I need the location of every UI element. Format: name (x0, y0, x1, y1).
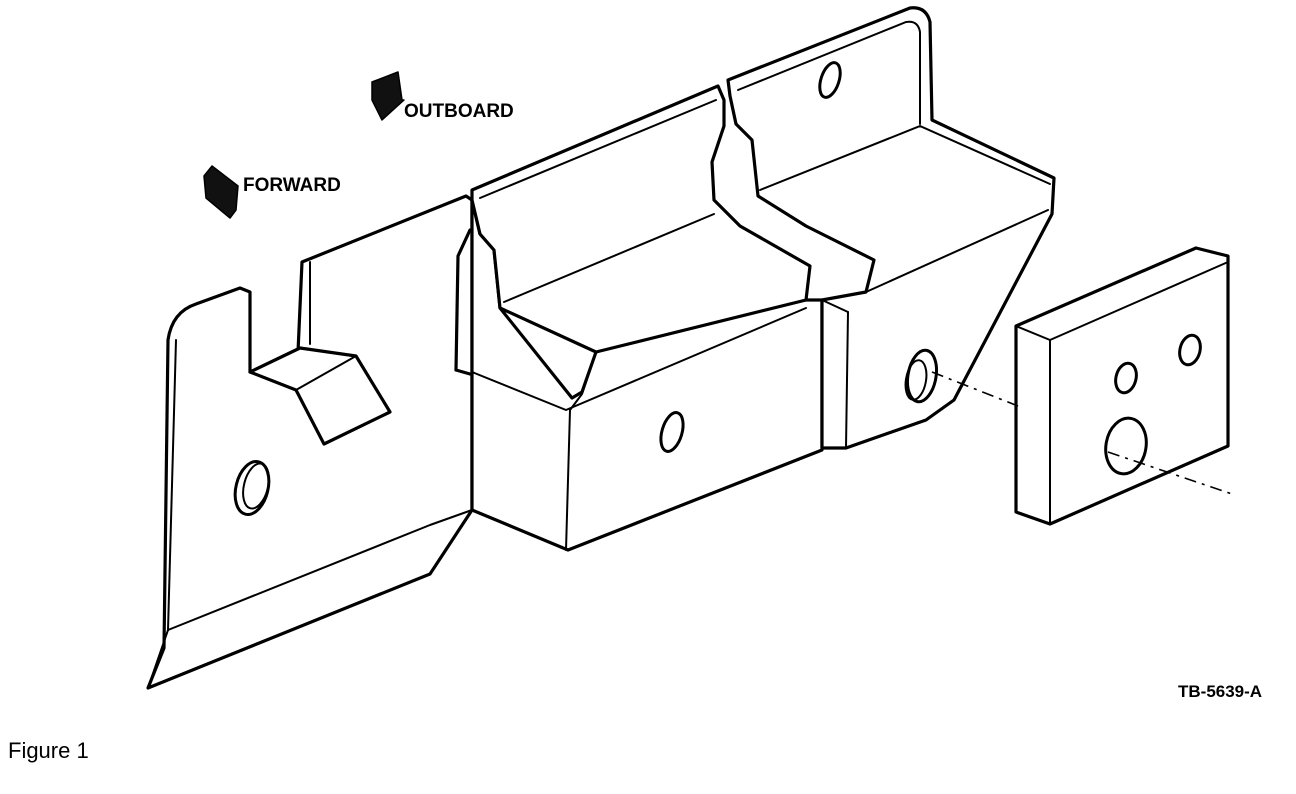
spacer-hole-small-1 (1114, 361, 1138, 395)
upper-block-hole (818, 61, 842, 99)
small-tab (248, 346, 392, 446)
forward-arrow-icon (203, 165, 239, 219)
left-flange (146, 194, 474, 690)
drawing-reference: TB-5639-A (1178, 682, 1262, 701)
spacer-hole-large (1104, 416, 1148, 476)
forward-label: FORWARD (243, 175, 341, 196)
outboard-label: OUTBOARD (404, 101, 514, 122)
alignment-line-upper (931, 371, 1019, 407)
spacer-plate (1014, 246, 1230, 526)
middle-channel (454, 84, 824, 552)
spacer-hole-small-2 (1178, 333, 1202, 367)
upper-right-block (726, 6, 1056, 450)
outboard-arrow-icon (371, 71, 405, 121)
figure-caption: Figure 1 (8, 738, 89, 763)
alignment-line-lower (1107, 451, 1233, 495)
middle-channel-hole (659, 411, 685, 453)
